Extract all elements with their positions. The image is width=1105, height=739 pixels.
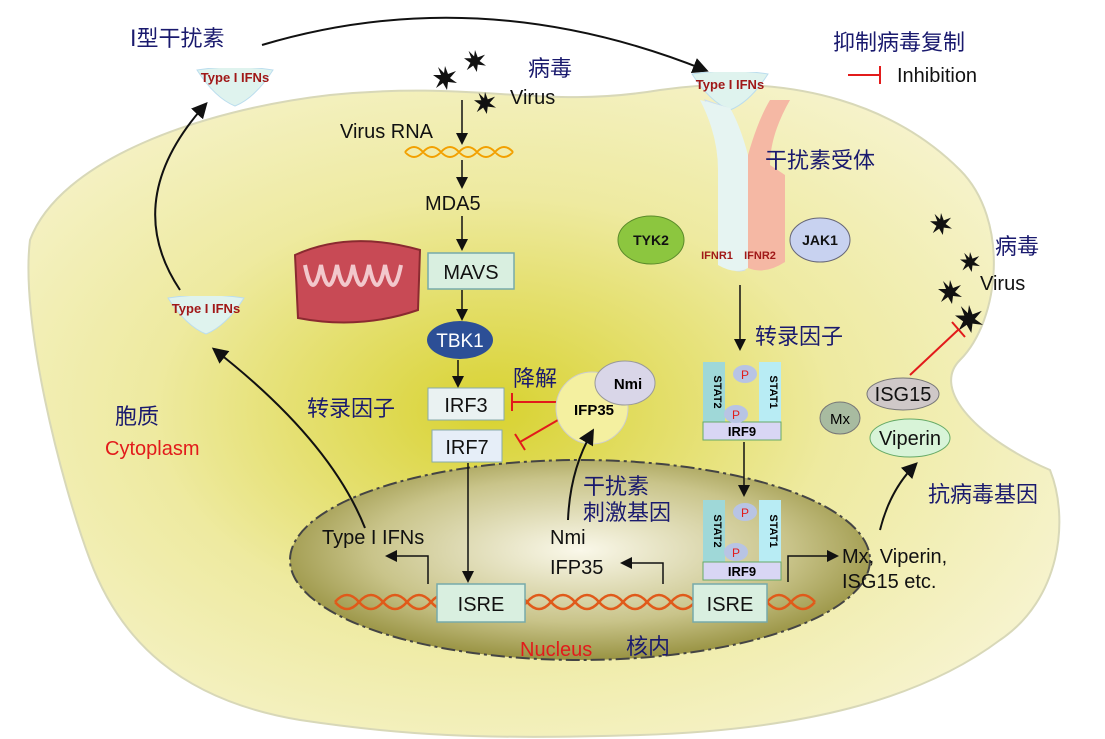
- virus-cn-label: 病毒: [528, 57, 572, 82]
- genes-line-2: ISG15 etc.: [842, 571, 937, 593]
- genes-line-1: Mx, Viperin,: [842, 546, 947, 568]
- jak1-node: [789, 217, 851, 263]
- cytoplasm-en-label: Cytoplasm: [105, 438, 199, 460]
- phospho-label: P: [741, 368, 749, 382]
- ifp35-label: IFP35: [574, 402, 614, 419]
- virus-rna-label: Virus RNA: [340, 121, 434, 143]
- virus-en-label: Virus: [510, 87, 555, 109]
- tf-label-right: 转录因子: [755, 325, 843, 350]
- receptor-label: 干扰素受体: [765, 149, 875, 174]
- isre-label: ISRE: [458, 594, 505, 616]
- tbk1-node: [427, 321, 493, 359]
- antiviral-genes-label: 抗病毒基因: [928, 483, 1038, 508]
- nucleus-en-label: Nucleus: [520, 639, 592, 661]
- mx-node: [819, 401, 861, 435]
- virus-icon: [433, 66, 457, 90]
- nmi-gene-label: Nmi: [550, 527, 586, 549]
- stat-complex-nucleus: STAT2 STAT1 P P IRF9: [702, 500, 782, 581]
- isre-box-left: [436, 583, 526, 623]
- phospho-label: P: [732, 408, 740, 422]
- inhibition-arrows-nmi: [511, 393, 560, 451]
- ifnr2-shape: [748, 100, 790, 271]
- isg15-inhibition-arrow: [909, 321, 966, 376]
- tyk2-label: TYK2: [633, 232, 669, 248]
- jak1-label: JAK1: [802, 232, 838, 248]
- irf9-label: IRF9: [728, 424, 756, 439]
- secretion-arrow: [261, 16, 709, 73]
- phospho-label: P: [741, 506, 749, 520]
- stat2-label: STAT2: [711, 514, 723, 547]
- inhibition-label: Inhibition: [897, 65, 977, 87]
- isg-label-line-2: 刺激基因: [583, 501, 671, 526]
- mavs-label: MAVS: [443, 262, 498, 284]
- ifn-label-receptor: Type I IFNs: [696, 77, 764, 92]
- rna-helix-icon: [404, 146, 514, 158]
- mavs-box: [427, 252, 515, 290]
- cytoplasm-cn-label: 胞质: [115, 405, 159, 430]
- isg-label-line-1: 干扰素: [583, 475, 649, 500]
- mitochondria-icon: [293, 240, 422, 324]
- nuclear-type-i-ifns-label: Type I IFNs: [322, 527, 424, 549]
- virus-cn-label-right: 病毒: [995, 235, 1039, 260]
- viperin-node: [869, 418, 951, 458]
- isre-label: ISRE: [707, 594, 754, 616]
- type-i-ifn-title: I型干扰素: [130, 27, 225, 52]
- stat1-label: STAT1: [767, 514, 779, 547]
- irf7-box: [431, 429, 503, 463]
- mx-label: Mx: [830, 411, 850, 428]
- nmi-label: Nmi: [614, 376, 642, 393]
- legend-title: 抑制病毒复制: [833, 31, 965, 56]
- isg15-label: ISG15: [875, 384, 932, 406]
- ifn-label-top-left: Type I IFNs: [201, 70, 269, 85]
- phospho-label: P: [732, 546, 740, 560]
- stat-complex-cytoplasm: STAT2 STAT1 P P IRF9: [702, 362, 782, 441]
- isg15-node: [866, 377, 940, 411]
- irf9-label: IRF9: [728, 564, 756, 579]
- degradation-label: 降解: [513, 367, 557, 392]
- stat2-label: STAT2: [711, 375, 723, 408]
- tf-label-left: 转录因子: [307, 397, 395, 422]
- nmi-node: [594, 360, 656, 406]
- isre-box-right: [692, 583, 768, 623]
- nucleus-cn-label: 核内: [626, 635, 670, 660]
- ifnr2-label: IFNR2: [744, 250, 776, 262]
- ifnr1-shape: [700, 100, 748, 271]
- ifp35-gene-label: IFP35: [550, 557, 603, 579]
- irf7-label: IRF7: [445, 437, 488, 459]
- virus-en-label-right: Virus: [980, 273, 1025, 295]
- irf3-box: [427, 387, 505, 421]
- viperin-label: Viperin: [879, 428, 941, 450]
- virus-icon: [464, 50, 486, 72]
- mda5-label: MDA5: [425, 193, 481, 215]
- ifnr1-label: IFNR1: [701, 250, 733, 262]
- ifn-label-cytoplasm: Type I IFNs: [172, 301, 240, 316]
- inhibition-legend-icon: [848, 66, 881, 84]
- stat1-label: STAT1: [767, 375, 779, 408]
- tyk2-node: [617, 215, 685, 265]
- irf3-label: IRF3: [444, 395, 487, 417]
- tbk1-label: TBK1: [436, 331, 484, 352]
